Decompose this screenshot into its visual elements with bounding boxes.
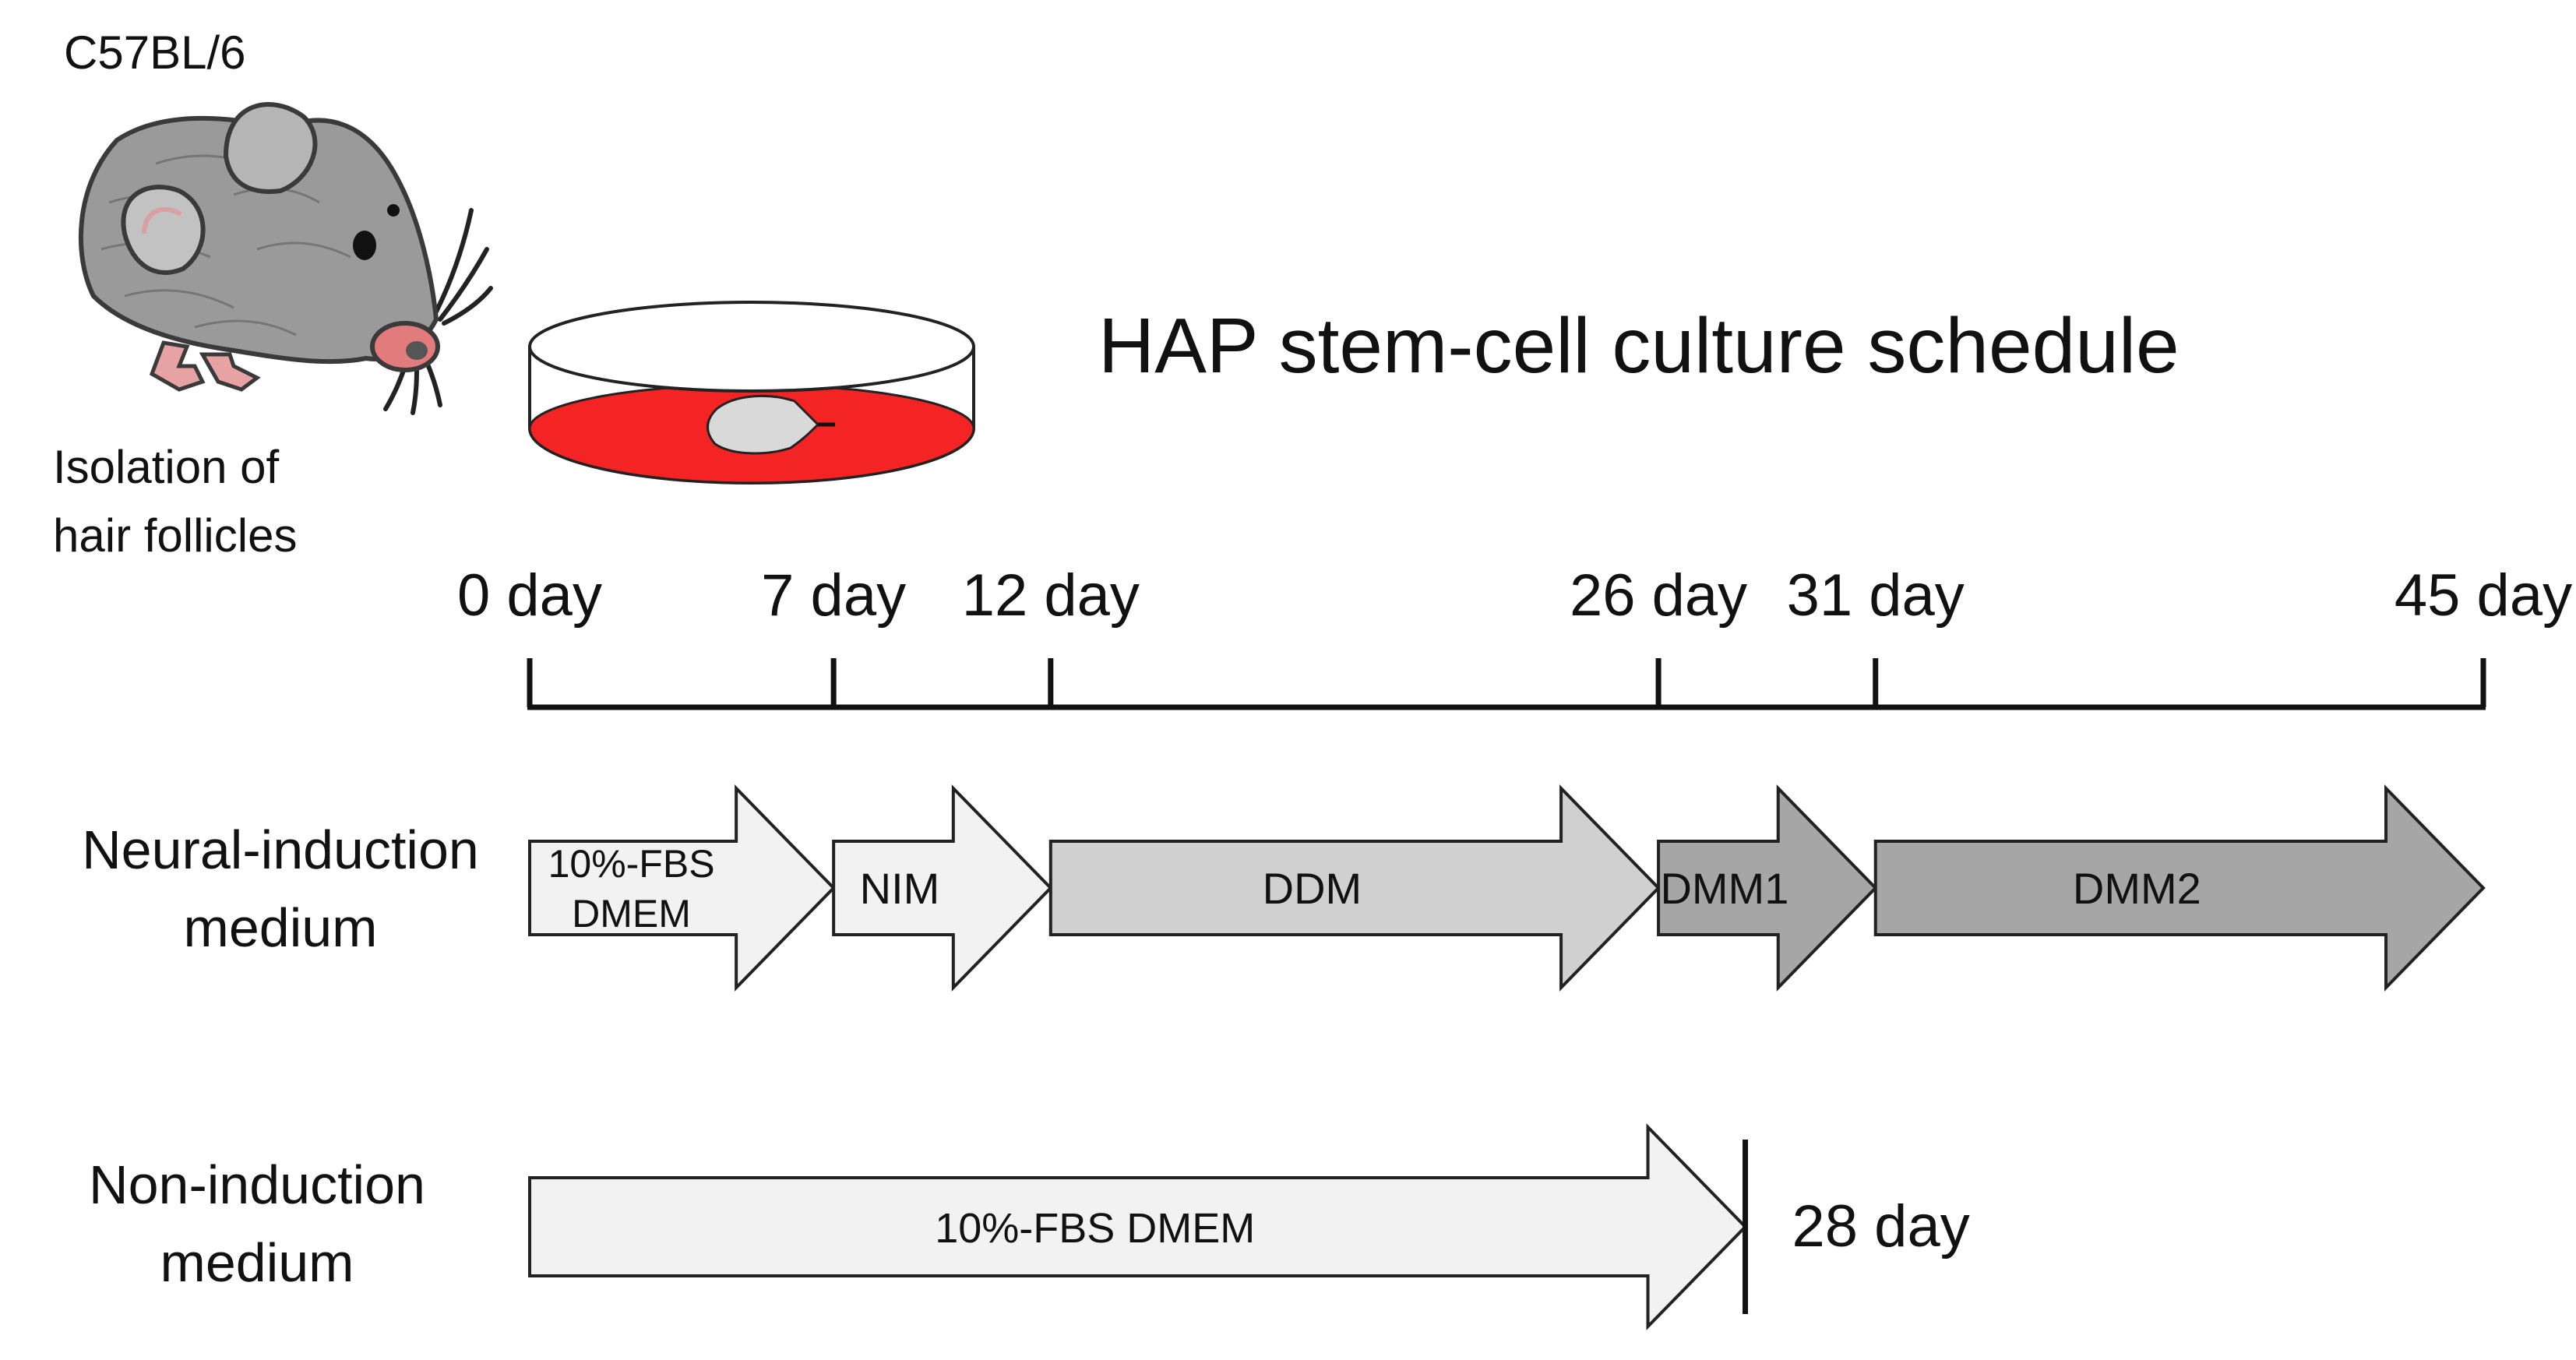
mouse-caption-line2: hair follicles <box>53 509 297 562</box>
phase-arrow <box>528 784 836 992</box>
mouse-illustration <box>79 102 493 415</box>
phase-label: NIM <box>860 864 940 913</box>
mouse-strain-label: C57BL/6 <box>64 26 246 79</box>
timeline-tick-label: 31 day <box>1787 562 1965 629</box>
medium-rows: Neural-induction medium 10%-FBS DMEM NIM DDM D… <box>82 784 2486 1330</box>
phase-arrow <box>528 1123 1748 1330</box>
phase-label: DDM <box>1263 864 1362 913</box>
mouse-caption-line1: Isolation of <box>53 441 280 493</box>
timeline-axis: 0 day 7 day 12 day 26 day 31 day 45 day <box>457 562 2572 710</box>
row-label-line1: Non-induction <box>89 1154 425 1215</box>
phase-arrow <box>1873 784 2486 992</box>
phase-arrow <box>1657 784 1878 992</box>
medium-row: Neural-induction medium 10%-FBS DMEM NIM DDM D… <box>82 784 2486 992</box>
timeline-tick-label: 26 day <box>1570 562 1747 629</box>
row-label-line2: medium <box>184 897 378 958</box>
row-label-line2: medium <box>160 1232 354 1293</box>
phase-label: DMM1 <box>1660 864 1788 913</box>
phase-label: 10%-FBS DMEM <box>935 1205 1255 1252</box>
timeline-tick-label: 0 day <box>457 562 602 629</box>
phase-arrow <box>1048 784 1661 992</box>
medium-row: Non-induction medium 10%-FBS DMEM 28 day <box>89 1123 1970 1330</box>
petri-dish-with-follicle-icon <box>528 301 975 484</box>
page-title: HAP stem-cell culture schedule <box>1098 302 2180 389</box>
row-label-line1: Neural-induction <box>82 819 479 880</box>
phase-label-line1: 10%-FBS <box>548 842 715 886</box>
end-marker-label: 28 day <box>1792 1193 1970 1260</box>
timeline-tick-label: 7 day <box>761 562 906 629</box>
timeline-tick-label: 45 day <box>2395 562 2572 629</box>
phase-label-line2: DMEM <box>572 892 691 935</box>
phase-arrow <box>832 784 1053 992</box>
timeline-tick-label: 12 day <box>962 562 1140 629</box>
phase-label: DMM2 <box>2073 864 2201 913</box>
